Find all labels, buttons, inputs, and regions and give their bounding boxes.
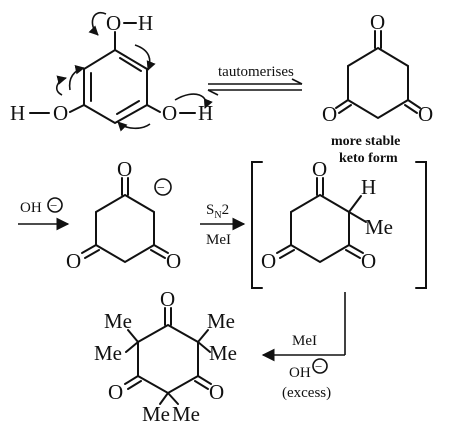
phloroglucinol-structure: O H O H O H [10, 11, 213, 132]
keto-ring [347, 46, 409, 120]
product-co-left-1 [124, 375, 139, 385]
curly-arrow-top-2 [134, 44, 156, 71]
hydroxide-charge-circle [47, 197, 63, 213]
intermediate-ring [290, 193, 350, 264]
top-oxygen: O [106, 11, 121, 35]
curly-arrow-left-2 [55, 75, 67, 96]
keto-oxygen-top: O [370, 10, 385, 34]
right-oh-bond [146, 104, 161, 113]
equilibrium-forward-barb [291, 78, 303, 85]
curly-arrow-bottom [117, 121, 151, 132]
intermediate-oxygen-top: O [312, 157, 327, 181]
sn2-label: SN2 [206, 202, 229, 221]
methylated-intermediate: O O O H Me [251, 157, 427, 289]
carbanion-co-right-2 [150, 249, 166, 259]
intermediate-c-me-bond [348, 211, 367, 223]
benzene-ring [83, 48, 148, 125]
step3-exhaustive-methylation: MeI OH − (excess) [261, 292, 346, 401]
keto-oxygen-right: O [418, 102, 433, 126]
left-oxygen: O [53, 101, 68, 125]
product-methyl-5: Me [142, 402, 170, 426]
keto-co-right-1 [407, 99, 421, 109]
intermediate-hydrogen: H [361, 175, 376, 199]
carbanion-charge: − [157, 181, 165, 196]
left-bracket [251, 161, 263, 289]
keto-co-left-2 [338, 104, 352, 114]
product-co-right-2 [194, 380, 209, 390]
intermediate-c-h-bond [348, 195, 362, 213]
step3-charge-circle [312, 358, 328, 374]
step3-condition: (excess) [282, 385, 331, 401]
step3-reagent-hydroxide: OH [289, 365, 311, 381]
product-me-bond-4 [197, 341, 211, 353]
tautomer-equilibrium: tautomerises [207, 64, 303, 96]
intermediate-co-right-2 [345, 249, 361, 259]
product-methyl-1: Me [104, 309, 132, 333]
ring-double-bond-2 [116, 100, 140, 115]
intermediate-co-left-1 [276, 244, 292, 254]
product-ring [137, 323, 199, 395]
product-me-bond-6 [167, 392, 179, 405]
carbanion-charge-circle [154, 178, 172, 196]
product-co-right-1 [197, 375, 212, 385]
hydroxide-reagent: OH [20, 200, 42, 216]
carbanion-co-left-1 [81, 244, 97, 254]
stability-note-line-2: keto form [339, 151, 398, 166]
product-methyl-4: Me [209, 341, 237, 365]
product-co-left-2 [127, 380, 142, 390]
carbanion-co-left-2 [84, 249, 100, 259]
product-me-bond-2 [125, 341, 139, 353]
step3-reagent-mei: MeI [292, 333, 317, 349]
product-me-bond-1 [127, 329, 139, 343]
product-me-bond-3 [197, 329, 209, 343]
curly-arrow-top-1 [88, 11, 107, 36]
product-oxygen-right: O [209, 380, 224, 404]
carbanion-oxygen-left: O [66, 249, 81, 273]
hexamethyl-product: O O O Me Me Me Me Me Me [94, 287, 237, 426]
product-methyl-6: Me [172, 402, 200, 426]
step2-reagent: MeI [206, 232, 231, 248]
carbanion-oxygen-right: O [166, 249, 181, 273]
product-me-bond-5 [159, 392, 169, 405]
product-methyl-2: Me [94, 341, 122, 365]
carbanion-oxygen-top: O [117, 157, 132, 181]
stability-note-line-1: more stable [331, 134, 400, 149]
curly-arrow-left-1 [68, 64, 85, 91]
curly-arrow-right [174, 93, 213, 109]
tautomerises-label: tautomerises [218, 64, 294, 80]
step3-charge: − [315, 359, 322, 374]
product-methyl-3: Me [207, 309, 235, 333]
equilibrium-reverse-barb [207, 89, 219, 96]
step2-alkylation: SN2 MeI [200, 202, 246, 248]
keto-trione-structure: O O O more stable keto form [322, 10, 433, 166]
right-oxygen: O [162, 101, 177, 125]
top-hydrogen: H [138, 11, 153, 35]
ring-double-bond-1 [119, 57, 142, 72]
intermediate-co-left-2 [279, 249, 295, 259]
keto-co-right-2 [404, 104, 418, 114]
intermediate-oxygen-left: O [261, 249, 276, 273]
step1-deprotonation: OH − [18, 197, 70, 231]
intermediate-oxygen-right: O [361, 249, 376, 273]
carbanion-ring [95, 193, 155, 264]
hydroxide-charge: − [50, 198, 57, 213]
product-oxygen-left: O [108, 380, 123, 404]
intermediate-co-right-1 [348, 244, 364, 254]
right-bracket [415, 161, 427, 289]
keto-co-left-1 [335, 99, 349, 109]
product-oxygen-top: O [160, 287, 175, 311]
left-oh-bond [69, 104, 85, 113]
keto-oxygen-left: O [322, 102, 337, 126]
left-hydrogen: H [10, 101, 25, 125]
intermediate-methyl: Me [365, 215, 393, 239]
carbanion-co-right-1 [153, 244, 169, 254]
carbanion-structure: O O O − [66, 157, 181, 273]
